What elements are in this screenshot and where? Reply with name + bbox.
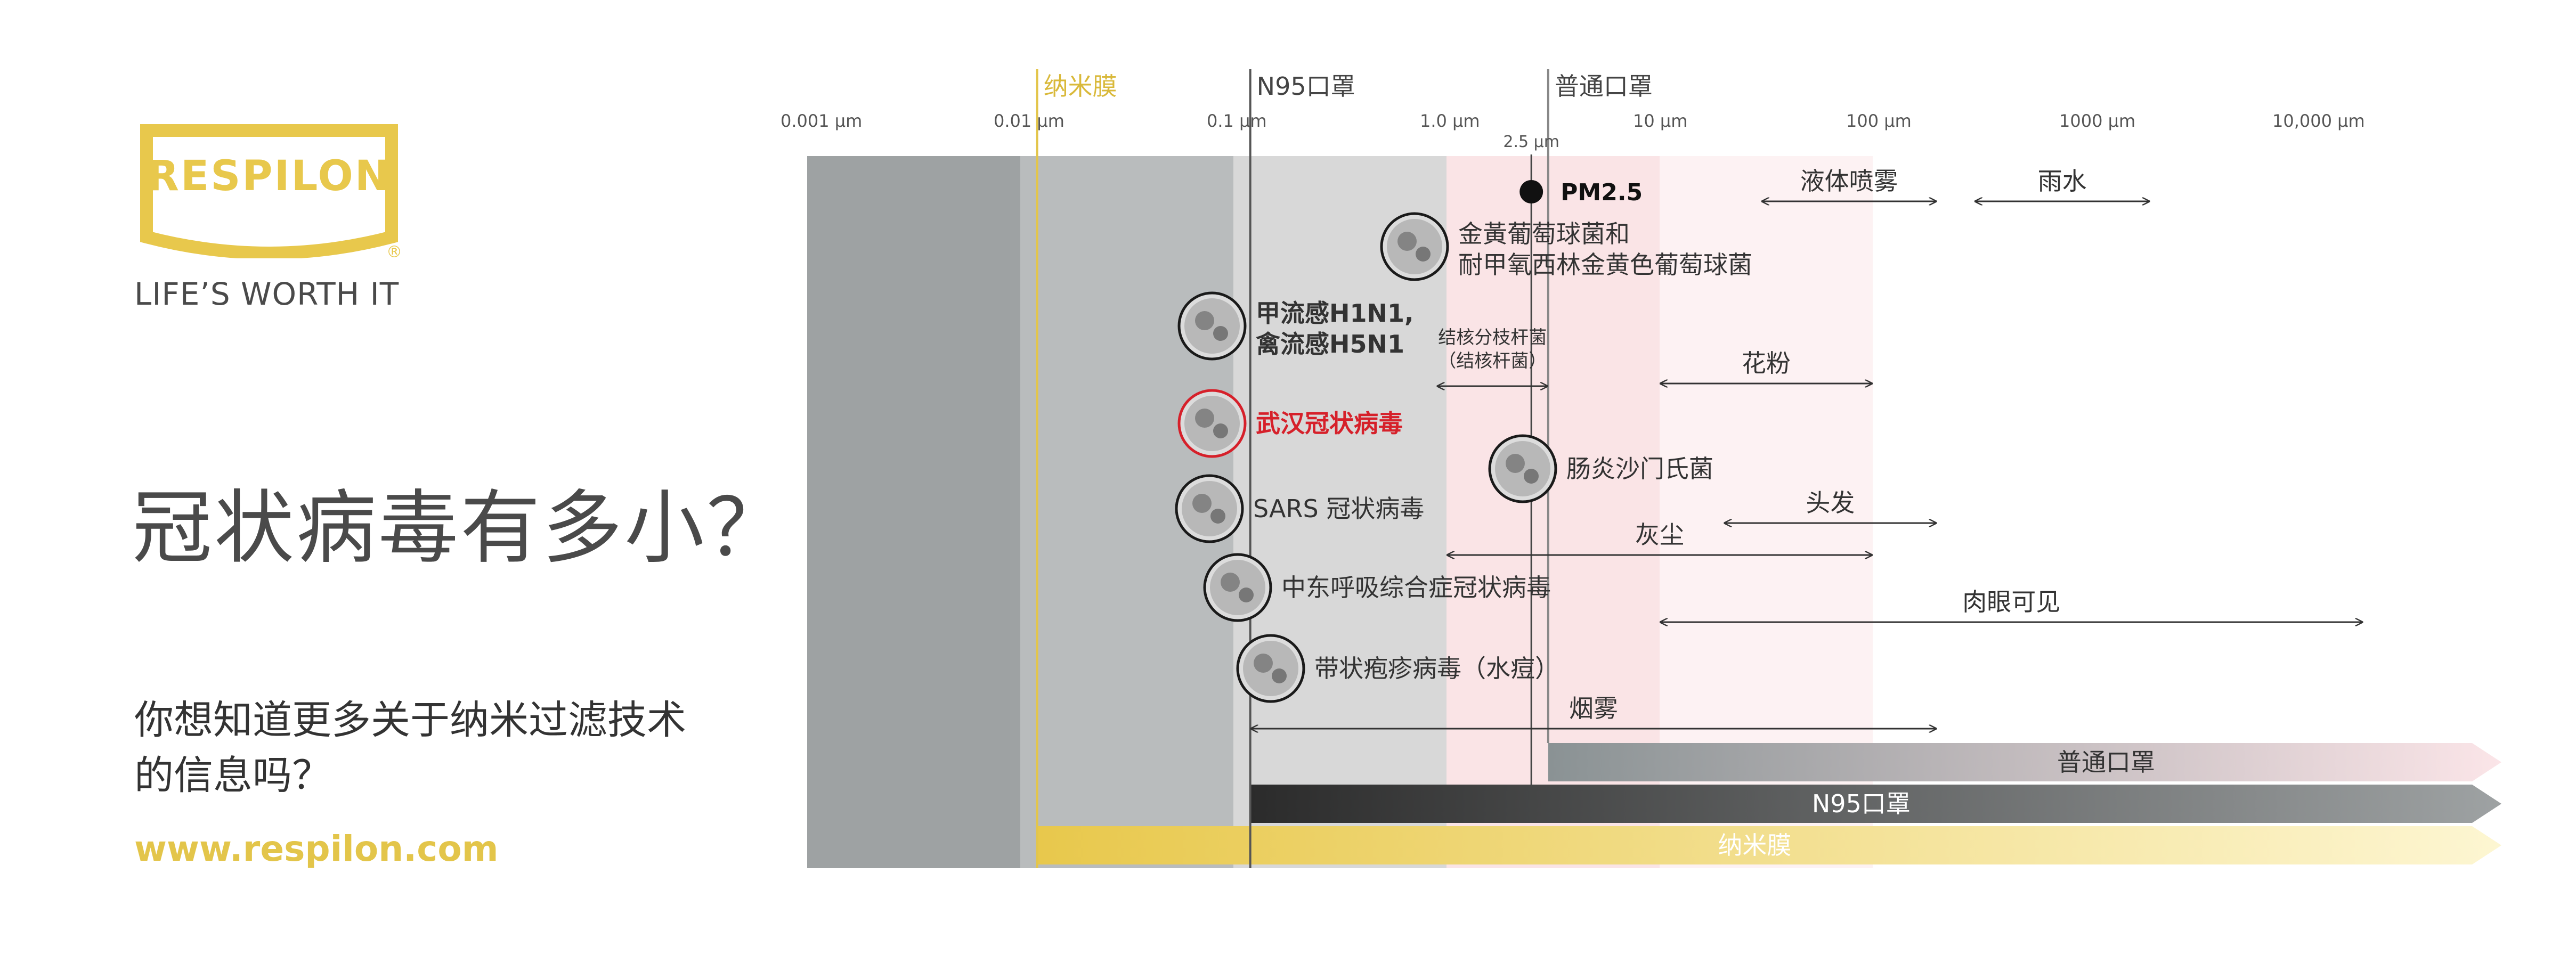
range-label-6: 肉眼可见 xyxy=(1962,588,2060,616)
pathogen-label-3: 肠炎沙门氏菌 xyxy=(1566,454,1713,483)
filter-line-label-2: 普通口罩 xyxy=(1555,72,1653,101)
pathogen-spot-a-1 xyxy=(1195,311,1214,330)
pathogen-spot-b-2 xyxy=(1213,423,1228,438)
efficiency-arrow-0 xyxy=(1548,743,2501,781)
pm25-label: PM2.5 xyxy=(1561,179,1643,206)
pathogen-spot-b-4 xyxy=(1210,509,1225,524)
tick-label-0: 0.001 µm xyxy=(781,111,862,131)
tick-label-5: 100 µm xyxy=(1846,111,1912,131)
pathogen-3: 肠炎沙门氏菌 xyxy=(1488,434,1713,503)
pathogen-label-4: SARS 冠状病毒 xyxy=(1253,494,1424,523)
range-label-4: 头发 xyxy=(1806,488,1855,517)
range-label-7: 烟雾 xyxy=(1569,694,1618,723)
efficiency-arrow-label-1: N95口罩 xyxy=(1812,789,1911,818)
filter-line-label-0: 纳米膜 xyxy=(1044,72,1117,101)
pathogen-label-6: 带状疱疹病毒（水痘） xyxy=(1314,654,1559,683)
pathogen-label2-0: 耐甲氧西林金黄色葡萄球菌 xyxy=(1458,250,1752,279)
pathogen-spot-a-5 xyxy=(1221,573,1240,592)
pathogen-spot-b-6 xyxy=(1272,668,1287,683)
more-info-text: 你想知道更多关于纳米过滤技术的信息吗？ xyxy=(134,697,686,798)
pathogen-spot-a-6 xyxy=(1254,654,1273,673)
pathogen-spot-a-2 xyxy=(1195,409,1214,428)
website-link[interactable]: www.respilon.com xyxy=(134,828,499,869)
filter-threshold-lines: 纳米膜 N95口罩 普通口罩 xyxy=(1036,69,1653,868)
pm25-marker: PM2.5 xyxy=(1519,179,1643,206)
efficiency-arrow-label-0: 普通口罩 xyxy=(2057,748,2155,777)
pathogen-label-1: 甲流感H1N1, xyxy=(1256,299,1413,328)
pathogen-label-2: 武汉冠状病毒 xyxy=(1256,409,1403,438)
pathogen-label-0: 金黃葡萄球菌和 xyxy=(1458,219,1630,248)
filter-line-label-1: N95口罩 xyxy=(1257,72,1355,101)
pathogen-1: 甲流感H1N1,禽流感H5N1 xyxy=(1177,291,1413,361)
tick-label-minor: 2.5 µm xyxy=(1503,133,1559,151)
page-title: 冠状病毒有多小？ xyxy=(132,482,789,575)
range-label-3: 花粉 xyxy=(1742,349,1791,378)
respilon-logo: RESPILON ® xyxy=(140,124,402,258)
tick-label-6: 1000 µm xyxy=(2059,111,2135,131)
tick-label-2: 0.1 µm xyxy=(1207,111,1267,131)
size-band-0 xyxy=(807,156,1020,868)
range-label-2: 结核分枝杆菌 xyxy=(1438,327,1547,348)
logo-text: RESPILON xyxy=(147,152,391,200)
pathogen-spot-a-3 xyxy=(1506,454,1525,473)
range-label-5: 灰尘 xyxy=(1635,520,1684,549)
pathogen-5: 中东呼吸综合症冠状病毒 xyxy=(1203,553,1551,622)
pathogen-spot-b-1 xyxy=(1213,326,1228,341)
registered-mark: ® xyxy=(386,243,402,258)
efficiency-arrow-2 xyxy=(1037,826,2502,864)
pathogen-2: 武汉冠状病毒 xyxy=(1177,389,1403,458)
pathogen-label-5: 中东呼吸综合症冠状病毒 xyxy=(1281,573,1551,602)
pathogen-label2-1: 禽流感H5N1 xyxy=(1256,330,1404,358)
pathogen-6: 带状疱疹病毒（水痘） xyxy=(1236,634,1559,703)
efficiency-arrow-1 xyxy=(1250,785,2501,823)
pathogen-spot-a-0 xyxy=(1397,232,1417,251)
tick-label-7: 10,000 µm xyxy=(2272,111,2365,131)
pathogen-spot-b-3 xyxy=(1524,469,1539,484)
tick-label-4: 10 µm xyxy=(1633,111,1687,131)
pathogen-spot-a-4 xyxy=(1192,494,1212,513)
efficiency-arrow-label-2: 纳米膜 xyxy=(1718,831,1791,860)
tick-label-3: 1.0 µm xyxy=(1420,111,1480,131)
range-label2-2: （结核杆菌） xyxy=(1438,350,1547,372)
range-label-1: 雨水 xyxy=(2038,167,2087,195)
tagline: LIFE’S WORTH IT xyxy=(134,276,400,312)
pathogen-spot-b-5 xyxy=(1239,588,1254,602)
tick-label-1: 0.01 µm xyxy=(994,111,1064,131)
pm25-dot xyxy=(1519,180,1543,203)
range-label-0: 液体喷雾 xyxy=(1800,167,1898,195)
pathogen-spot-b-0 xyxy=(1416,247,1431,262)
pathogen-4: SARS 冠状病毒 xyxy=(1175,474,1424,543)
